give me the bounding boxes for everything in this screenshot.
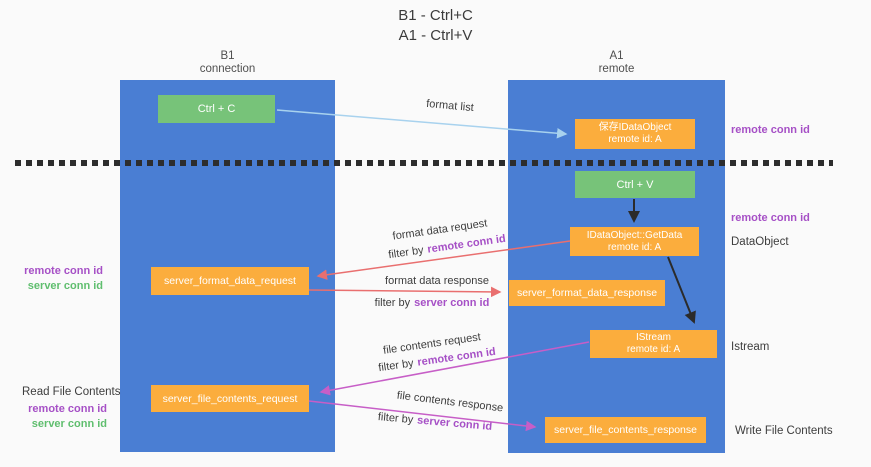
save-idataobject-line1: 保存IDataObject <box>598 122 672 133</box>
right-column-name: A1 <box>609 50 624 62</box>
idataobject-getdata-box: IDataObject::GetData remote id: A <box>570 227 699 256</box>
server-file-contents-response-label: server_file_contents_response <box>553 424 697 436</box>
server-file-contents-response-box: server_file_contents_response <box>545 417 706 443</box>
left-column-name: B1 <box>220 50 235 62</box>
ctrl-c-box: Ctrl + C <box>158 95 275 123</box>
copy-paste-divider-dashed-line <box>15 160 833 166</box>
server-format-data-response-box: server_format_data_response <box>509 280 665 306</box>
istream-line1: IStream <box>635 332 671 343</box>
istream-side-label: Istream <box>731 341 770 353</box>
server-file-contents-request-box: server_file_contents_request <box>151 385 309 412</box>
left-remote-conn-id-bottom: remote conn id <box>28 403 107 415</box>
server-format-data-request-box: server_format_data_request <box>151 267 309 295</box>
read-file-contents-label: Read File Contents <box>22 386 121 398</box>
filter-by-text: filter by <box>374 297 411 309</box>
istream-box: IStream remote id: A <box>590 330 717 358</box>
right-remote-conn-id-top: remote conn id <box>731 124 810 136</box>
save-idataobject-box: 保存IDataObject remote id: A <box>575 119 695 149</box>
istream-line2: remote id: A <box>626 344 681 355</box>
filter-by-text: filter by <box>377 357 415 375</box>
ctrl-v-box: Ctrl + V <box>575 171 695 198</box>
server-file-contents-request-label: server_file_contents_request <box>162 392 298 405</box>
ctrl-c-label: Ctrl + C <box>197 103 236 115</box>
format-data-response-label: format data response <box>385 275 489 287</box>
getdata-line2: remote id: A <box>607 241 662 253</box>
title-line-1: B1 - Ctrl+C <box>398 7 473 24</box>
filter-by-text: filter by <box>377 411 414 427</box>
server-conn-id-text: server conn id <box>414 297 490 309</box>
server-format-data-request-label: server_format_data_request <box>164 275 296 287</box>
dataobject-label: DataObject <box>731 236 789 248</box>
file-contents-response-label: file contents response <box>396 389 504 415</box>
write-file-contents-label: Write File Contents <box>735 425 833 437</box>
title-line-2: A1 - Ctrl+V <box>398 27 473 44</box>
left-server-conn-id-mid: server conn id <box>27 280 103 292</box>
left-remote-conn-id-mid: remote conn id <box>24 265 103 277</box>
right-column-header: A1 remote <box>508 50 725 76</box>
right-remote-conn-id-mid: remote conn id <box>731 212 810 224</box>
left-column-header: B1 connection <box>120 50 335 76</box>
left-column-role: connection <box>199 63 256 75</box>
format-list-label: format list <box>425 97 475 115</box>
diagram-title: B1 - Ctrl+C A1 - Ctrl+V <box>0 6 871 46</box>
right-column-role: remote <box>598 63 635 75</box>
ctrl-v-label: Ctrl + V <box>616 178 654 191</box>
left-server-conn-id-bottom: server conn id <box>31 418 107 430</box>
filter-by-text: filter by <box>387 244 425 262</box>
server-conn-id-text: server conn id <box>416 414 493 433</box>
save-idataobject-line2: remote id: A <box>608 134 662 145</box>
getdata-line1: IDataObject::GetData <box>586 229 683 241</box>
server-format-data-response-label: server_format_data_response <box>516 287 658 299</box>
format-data-response-arrow <box>308 286 502 298</box>
